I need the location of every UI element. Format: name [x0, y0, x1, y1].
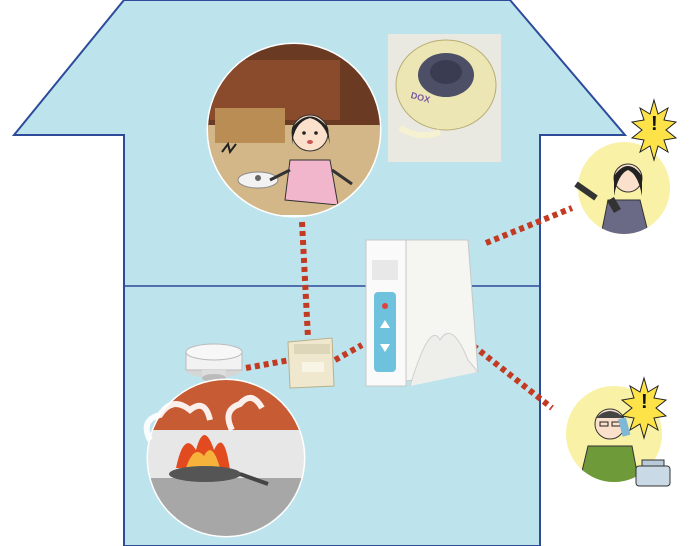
- svg-text:!: !: [651, 113, 658, 135]
- receiver-unit-icon: [366, 240, 478, 386]
- father-receiving-call: !: [566, 378, 670, 488]
- emergency-pendant-icon: DOX: [388, 34, 501, 162]
- kitchen-fire-scene: [146, 380, 306, 538]
- transmitter-icon: [288, 338, 334, 388]
- svg-text:!: !: [641, 391, 648, 413]
